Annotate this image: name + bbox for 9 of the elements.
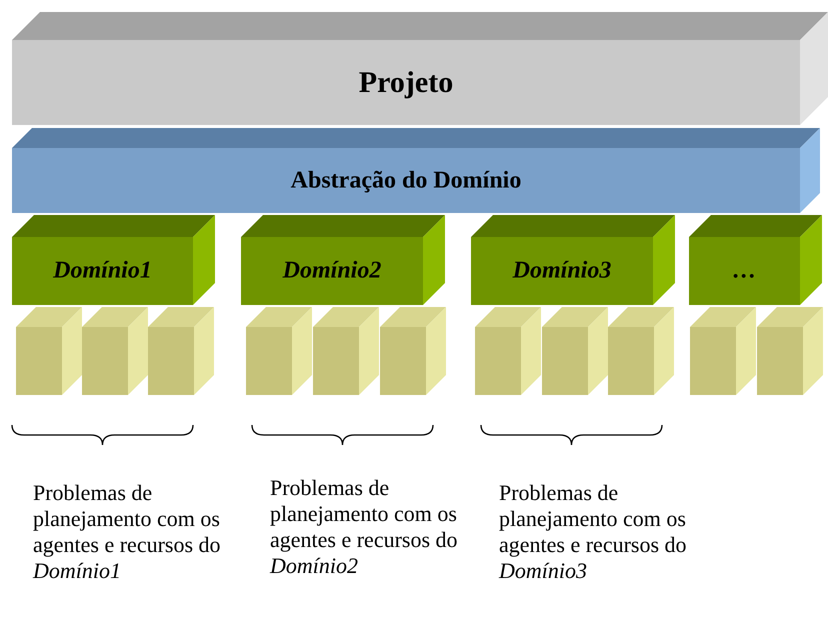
description-text: Problemas de planejamento com os agentes e recursos do Domínio1 <box>33 480 222 584</box>
block-title: Projeto <box>358 66 454 100</box>
description-text: Problemas de planejamento com os agentes e recursos do Domínio2 <box>270 475 459 579</box>
block-title: Abstração do Domínio <box>290 167 522 194</box>
description-text: Problemas de planejamento com os agentes e recursos do Domínio3 <box>499 480 688 584</box>
block-title: Domínio3 <box>512 258 612 284</box>
block-title: Domínio1 <box>53 258 152 284</box>
block-title: … <box>732 258 756 284</box>
block-title: Domínio2 <box>282 258 382 284</box>
